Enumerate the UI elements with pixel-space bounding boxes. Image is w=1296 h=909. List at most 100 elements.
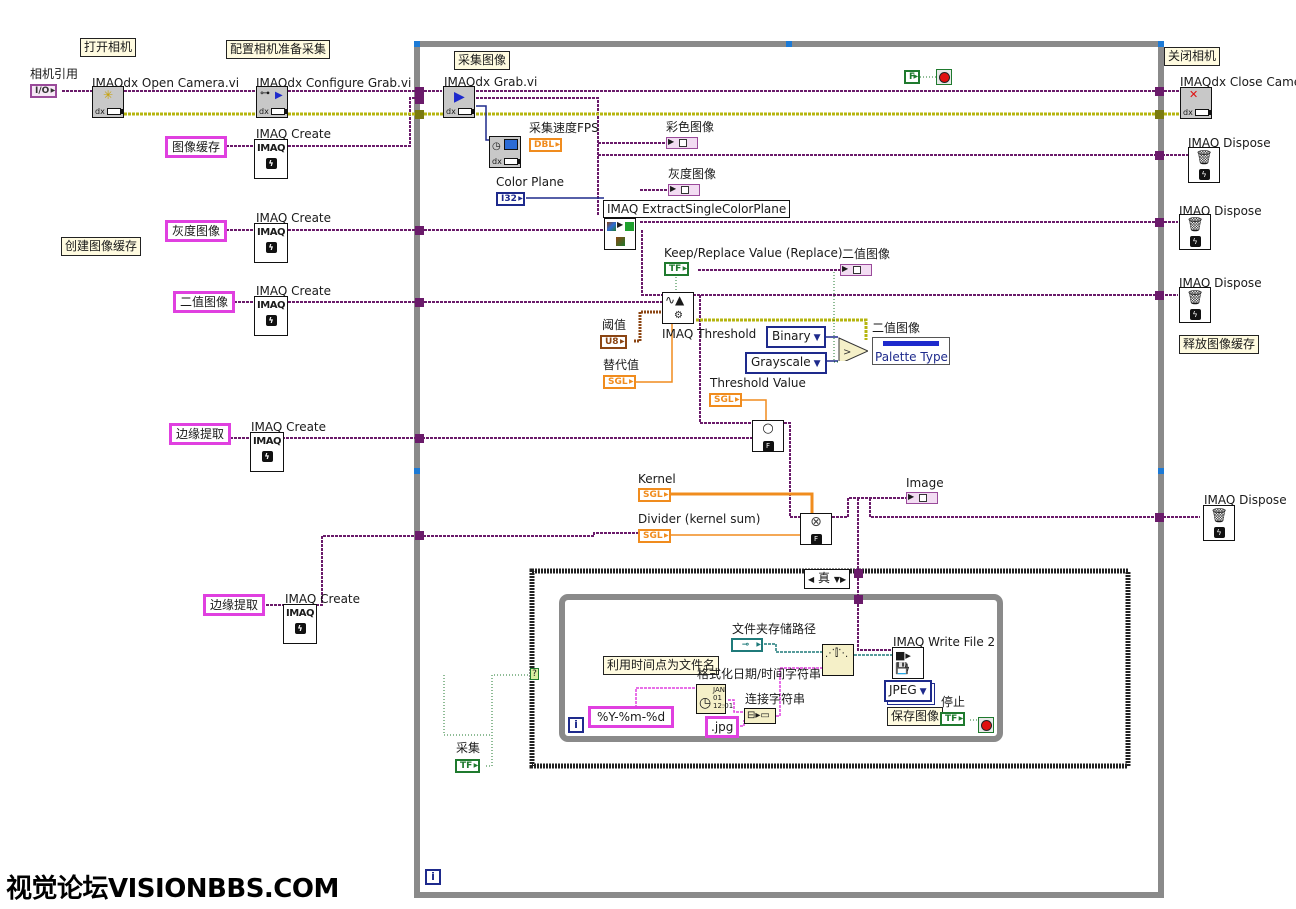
trash-icon: 🗑 xyxy=(1210,508,1228,524)
case-selector[interactable]: ◀ 真 ▼▶ xyxy=(804,569,851,589)
dispose-label: IMAQ Dispose xyxy=(1188,136,1271,150)
edge-buffer-name-2[interactable]: 边缘提取 xyxy=(203,594,266,616)
kernel-control[interactable]: SGL xyxy=(638,488,671,502)
config-icon: ⊶ xyxy=(260,88,270,99)
image-icon xyxy=(853,266,861,274)
loop-resize-handle[interactable] xyxy=(786,41,792,47)
keep-replace-label: Keep/Replace Value (Replace) xyxy=(664,246,843,260)
note-open-camera: 打开相机 xyxy=(80,38,137,57)
gray-buffer-name[interactable]: 灰度图像 xyxy=(165,220,228,242)
select-node[interactable]: > xyxy=(838,337,868,361)
image-indicator: ▶ xyxy=(906,492,938,504)
stop-control[interactable]: TF xyxy=(940,712,966,726)
note-close-camera: 关闭相机 xyxy=(1164,47,1221,66)
inner-iteration-icon: i xyxy=(568,717,584,733)
extract-plane-node[interactable]: ▶ xyxy=(604,218,636,250)
outline-icon: ○ xyxy=(762,421,774,436)
configure-grab-label: IMAQdx Configure Grab.vi xyxy=(256,76,412,90)
threshold-value-control[interactable]: SGL xyxy=(709,393,742,407)
camera-icon xyxy=(271,108,288,115)
write-file-node[interactable]: ■▸💾 ϟ xyxy=(892,647,924,679)
threshold-node[interactable]: ∿▲ ⚙ xyxy=(662,292,694,324)
wire-kernel xyxy=(670,492,814,514)
keep-replace-control[interactable]: TF xyxy=(664,262,690,276)
frame-rate-node[interactable]: ◷ dx xyxy=(489,136,521,168)
binary-image-label: 二值图像 xyxy=(842,247,891,261)
convolute-node[interactable]: ⊗ F xyxy=(800,513,832,545)
acquire-control[interactable]: TF xyxy=(455,759,481,773)
clock-icon: ◷ xyxy=(699,695,712,711)
date-format-constant[interactable]: %Y-%m-%d xyxy=(588,706,675,728)
camera-icon xyxy=(107,108,124,115)
build-path-icon: ⋰⫿⋱ xyxy=(825,648,849,659)
binary-image-indicator: ▶ xyxy=(840,264,872,276)
kernel-label: Kernel xyxy=(638,472,676,486)
imaq-dispose-node[interactable]: 🗑ϟ xyxy=(1203,505,1235,541)
path-icon: ⊸ xyxy=(741,640,750,650)
watermark: 视觉论坛VISIONBBS.COM xyxy=(6,874,339,904)
divider-control[interactable]: SGL xyxy=(638,529,671,543)
divider-label: Divider (kernel sum) xyxy=(638,512,761,526)
color-plane-control[interactable]: I32 xyxy=(496,192,525,206)
camera-ref-control[interactable]: I/O xyxy=(30,84,58,98)
binary-ring[interactable]: Binary▼ xyxy=(766,326,827,348)
wire-binary-to-dispose xyxy=(641,230,1178,296)
extension-constant[interactable]: .jpg xyxy=(705,716,740,738)
wire-select-binary xyxy=(833,272,838,363)
close-camera-node[interactable]: ✕ dx xyxy=(1180,87,1212,119)
image-buffer-name[interactable]: 图像缓存 xyxy=(165,136,228,158)
wire-threshold-u8 xyxy=(634,310,662,343)
threshold-range-control[interactable]: U8 xyxy=(600,335,627,349)
concat-strings-node[interactable]: ⊟▸▭ xyxy=(744,708,776,724)
edge-buffer-name[interactable]: 边缘提取 xyxy=(169,423,232,445)
loop-resize-handle[interactable] xyxy=(414,41,420,47)
wire-acquire xyxy=(486,674,532,767)
dispose-label: IMAQ Dispose xyxy=(1179,276,1262,290)
tunnel-binary-in xyxy=(415,298,424,307)
false-constant[interactable]: F xyxy=(904,70,921,84)
file-type-ring[interactable]: JPEG▼ xyxy=(884,680,932,702)
color-plane-label: Color Plane xyxy=(496,175,565,189)
trash-icon: 🗑 xyxy=(1186,290,1204,306)
trash-icon: 🗑 xyxy=(1186,217,1204,233)
tunnel-case-image xyxy=(854,569,863,578)
imaq-dispose-node[interactable]: 🗑ϟ xyxy=(1179,287,1211,323)
replace-value-control[interactable]: SGL xyxy=(603,375,636,389)
wire-concat-build xyxy=(776,667,822,717)
open-camera-node[interactable]: ✳ dx xyxy=(92,86,124,118)
wire-threshold-value xyxy=(742,399,767,420)
grab-node[interactable]: ▶ dx xyxy=(443,86,475,118)
dropdown-icon: ▼ xyxy=(813,359,821,369)
stop-terminal-icon xyxy=(936,69,952,85)
binary-buffer-name[interactable]: 二值图像 xyxy=(173,291,236,313)
imaq-dispose-node[interactable]: 🗑ϟ xyxy=(1179,214,1211,250)
error-icon: ϟ xyxy=(265,242,277,253)
grayscale-ring[interactable]: Grayscale▼ xyxy=(745,352,827,374)
imaq-create-label: IMAQ Create xyxy=(256,284,332,298)
loop-resize-handle[interactable] xyxy=(414,468,420,474)
tunnel-error-in xyxy=(415,110,424,119)
build-path-node[interactable]: ⋰⫿⋱ xyxy=(822,644,854,676)
wire-edge-conv xyxy=(784,422,800,518)
select-icon: > xyxy=(843,347,851,358)
folder-path-control[interactable]: ⊸ xyxy=(731,638,763,652)
stop-terminal-icon xyxy=(978,717,994,733)
imaq-dispose-node[interactable]: 🗑ϟ xyxy=(1188,147,1220,183)
wire-image-out xyxy=(832,497,1200,600)
loop-resize-handle[interactable] xyxy=(1158,468,1164,474)
palette-type-property[interactable]: Palette Type xyxy=(872,337,950,365)
image-icon xyxy=(679,139,687,147)
loop-resize-handle[interactable] xyxy=(1158,41,1164,47)
gray-image-label: 灰度图像 xyxy=(668,167,717,181)
image-label: Image xyxy=(906,476,944,490)
gear-icon: ⚙ xyxy=(674,310,683,321)
edge-detect-node[interactable]: ○ F xyxy=(752,420,784,452)
note-save-image: 保存图像 xyxy=(887,707,944,726)
configure-grab-node[interactable]: ⊶ ▶ dx xyxy=(256,86,288,118)
